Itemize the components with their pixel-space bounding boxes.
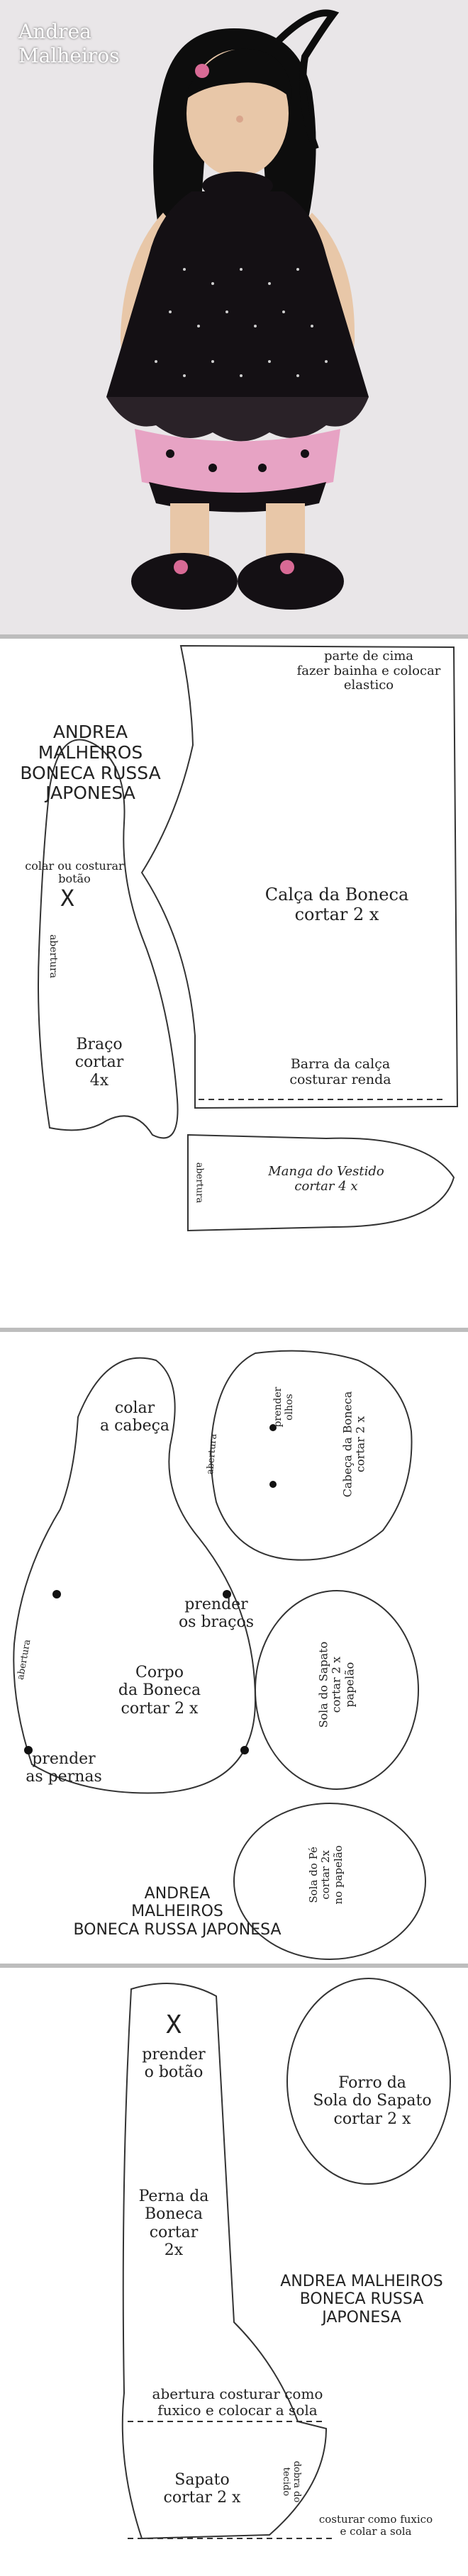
attach-button-note: prender o botão — [142, 2046, 206, 2082]
hair-flower-icon — [195, 64, 209, 78]
pattern-sheet-1: parte de cima fazer bainha e colocar ela… — [0, 639, 468, 1328]
body-pattern-outline — [13, 1357, 257, 1794]
sheet-2-title: ANDREA MALHEIROS BONECA RUSSA JAPONESA — [73, 1885, 282, 1939]
doll-illustration — [0, 0, 468, 634]
leg-button-mark: X — [166, 2010, 182, 2039]
doll-shoe-left — [131, 553, 238, 610]
sleeve-label: Manga do Vestido cortar 4 x — [268, 1164, 384, 1194]
pattern-sheet-3-lines — [121, 1978, 451, 2540]
shoe-sole-pattern-outline — [255, 1590, 419, 1790]
shoe-bottom-note: costurar como fuxico e colar a sola — [318, 2513, 433, 2538]
pants-label: Calça da Boneca cortar 2 x — [264, 885, 409, 924]
glue-head-note: colar a cabeça — [99, 1399, 170, 1435]
pattern-sheet-1-lines — [38, 644, 459, 1232]
doll-petticoat — [135, 429, 340, 493]
foot-sole-label: Sola do Pé cortar 2x no papelão — [307, 1845, 345, 1905]
bottom-bar — [0, 2550, 468, 2576]
sheet-3-title: ANDREA MALHEIROS BONECA RUSSA JAPONESA — [280, 2273, 443, 2326]
photo-credit: Andrea Malheiros — [18, 20, 120, 67]
page-divider — [0, 634, 468, 639]
sleeve-pattern-outline — [187, 1133, 455, 1232]
arm-opening-label: abertura — [48, 934, 60, 979]
shoe-fold-note: dobra do tecido — [281, 2460, 302, 2503]
attach-arms-note: prender os braços — [178, 1596, 255, 1632]
doll-photo: Andrea Malheiros — [0, 0, 468, 634]
doll-dress — [106, 191, 369, 429]
head-pattern-outline — [210, 1350, 413, 1561]
shoe-lining-label: Forro da Sola do Sapato cortar 2 x — [313, 2074, 432, 2128]
leg-pattern-outline — [121, 1983, 328, 2540]
pattern-sheet-2-lines — [13, 1350, 426, 1960]
shoe-lining-pattern-outline — [286, 1978, 451, 2185]
sleeve-opening-label: abertura — [194, 1162, 205, 1204]
leg-label: Perna da Boneca cortar 2x — [138, 2188, 209, 2259]
leg-bottom-note: abertura costurar como fuxico e colocar … — [152, 2385, 323, 2419]
pants-hem-note: Barra da calça costurar renda — [289, 1056, 391, 1087]
pattern-title: ANDREA MALHEIROS BONECA RUSSA JAPONESA — [20, 722, 161, 804]
arm-button-mark: X — [60, 885, 74, 912]
body-label: Corpo da Boneca cortar 2 x — [118, 1664, 201, 1718]
pants-pattern-outline — [140, 644, 459, 1109]
arm-label: Braço cortar 4x — [74, 1036, 124, 1090]
doll-shoe-right — [238, 553, 344, 610]
shoe-sole-label: Sola do Sapato cortar 2 x papelão — [316, 1641, 357, 1728]
pattern-sheet-2: colar a cabeça prender os braços Corpo d… — [0, 1332, 468, 1964]
eyes-note: prender olhos — [272, 1387, 295, 1428]
page-divider — [0, 1328, 468, 1332]
foot-sole-pattern-outline — [233, 1803, 426, 1960]
attach-legs-note: prender as pernas — [26, 1750, 102, 1786]
pants-waist-note: parte de cima fazer bainha e colocar ela… — [296, 649, 441, 693]
head-label: Cabeça da Boneca cortar 2 x — [340, 1391, 367, 1498]
arm-pattern-outline — [38, 739, 179, 1139]
pattern-sheet-3: X prender o botão Perna da Boneca cortar… — [0, 1968, 468, 2550]
page-divider — [0, 1964, 468, 1968]
shoe-label: Sapato cortar 2 x — [163, 2471, 241, 2507]
arm-button-note: colar ou costurar botão — [25, 859, 124, 886]
